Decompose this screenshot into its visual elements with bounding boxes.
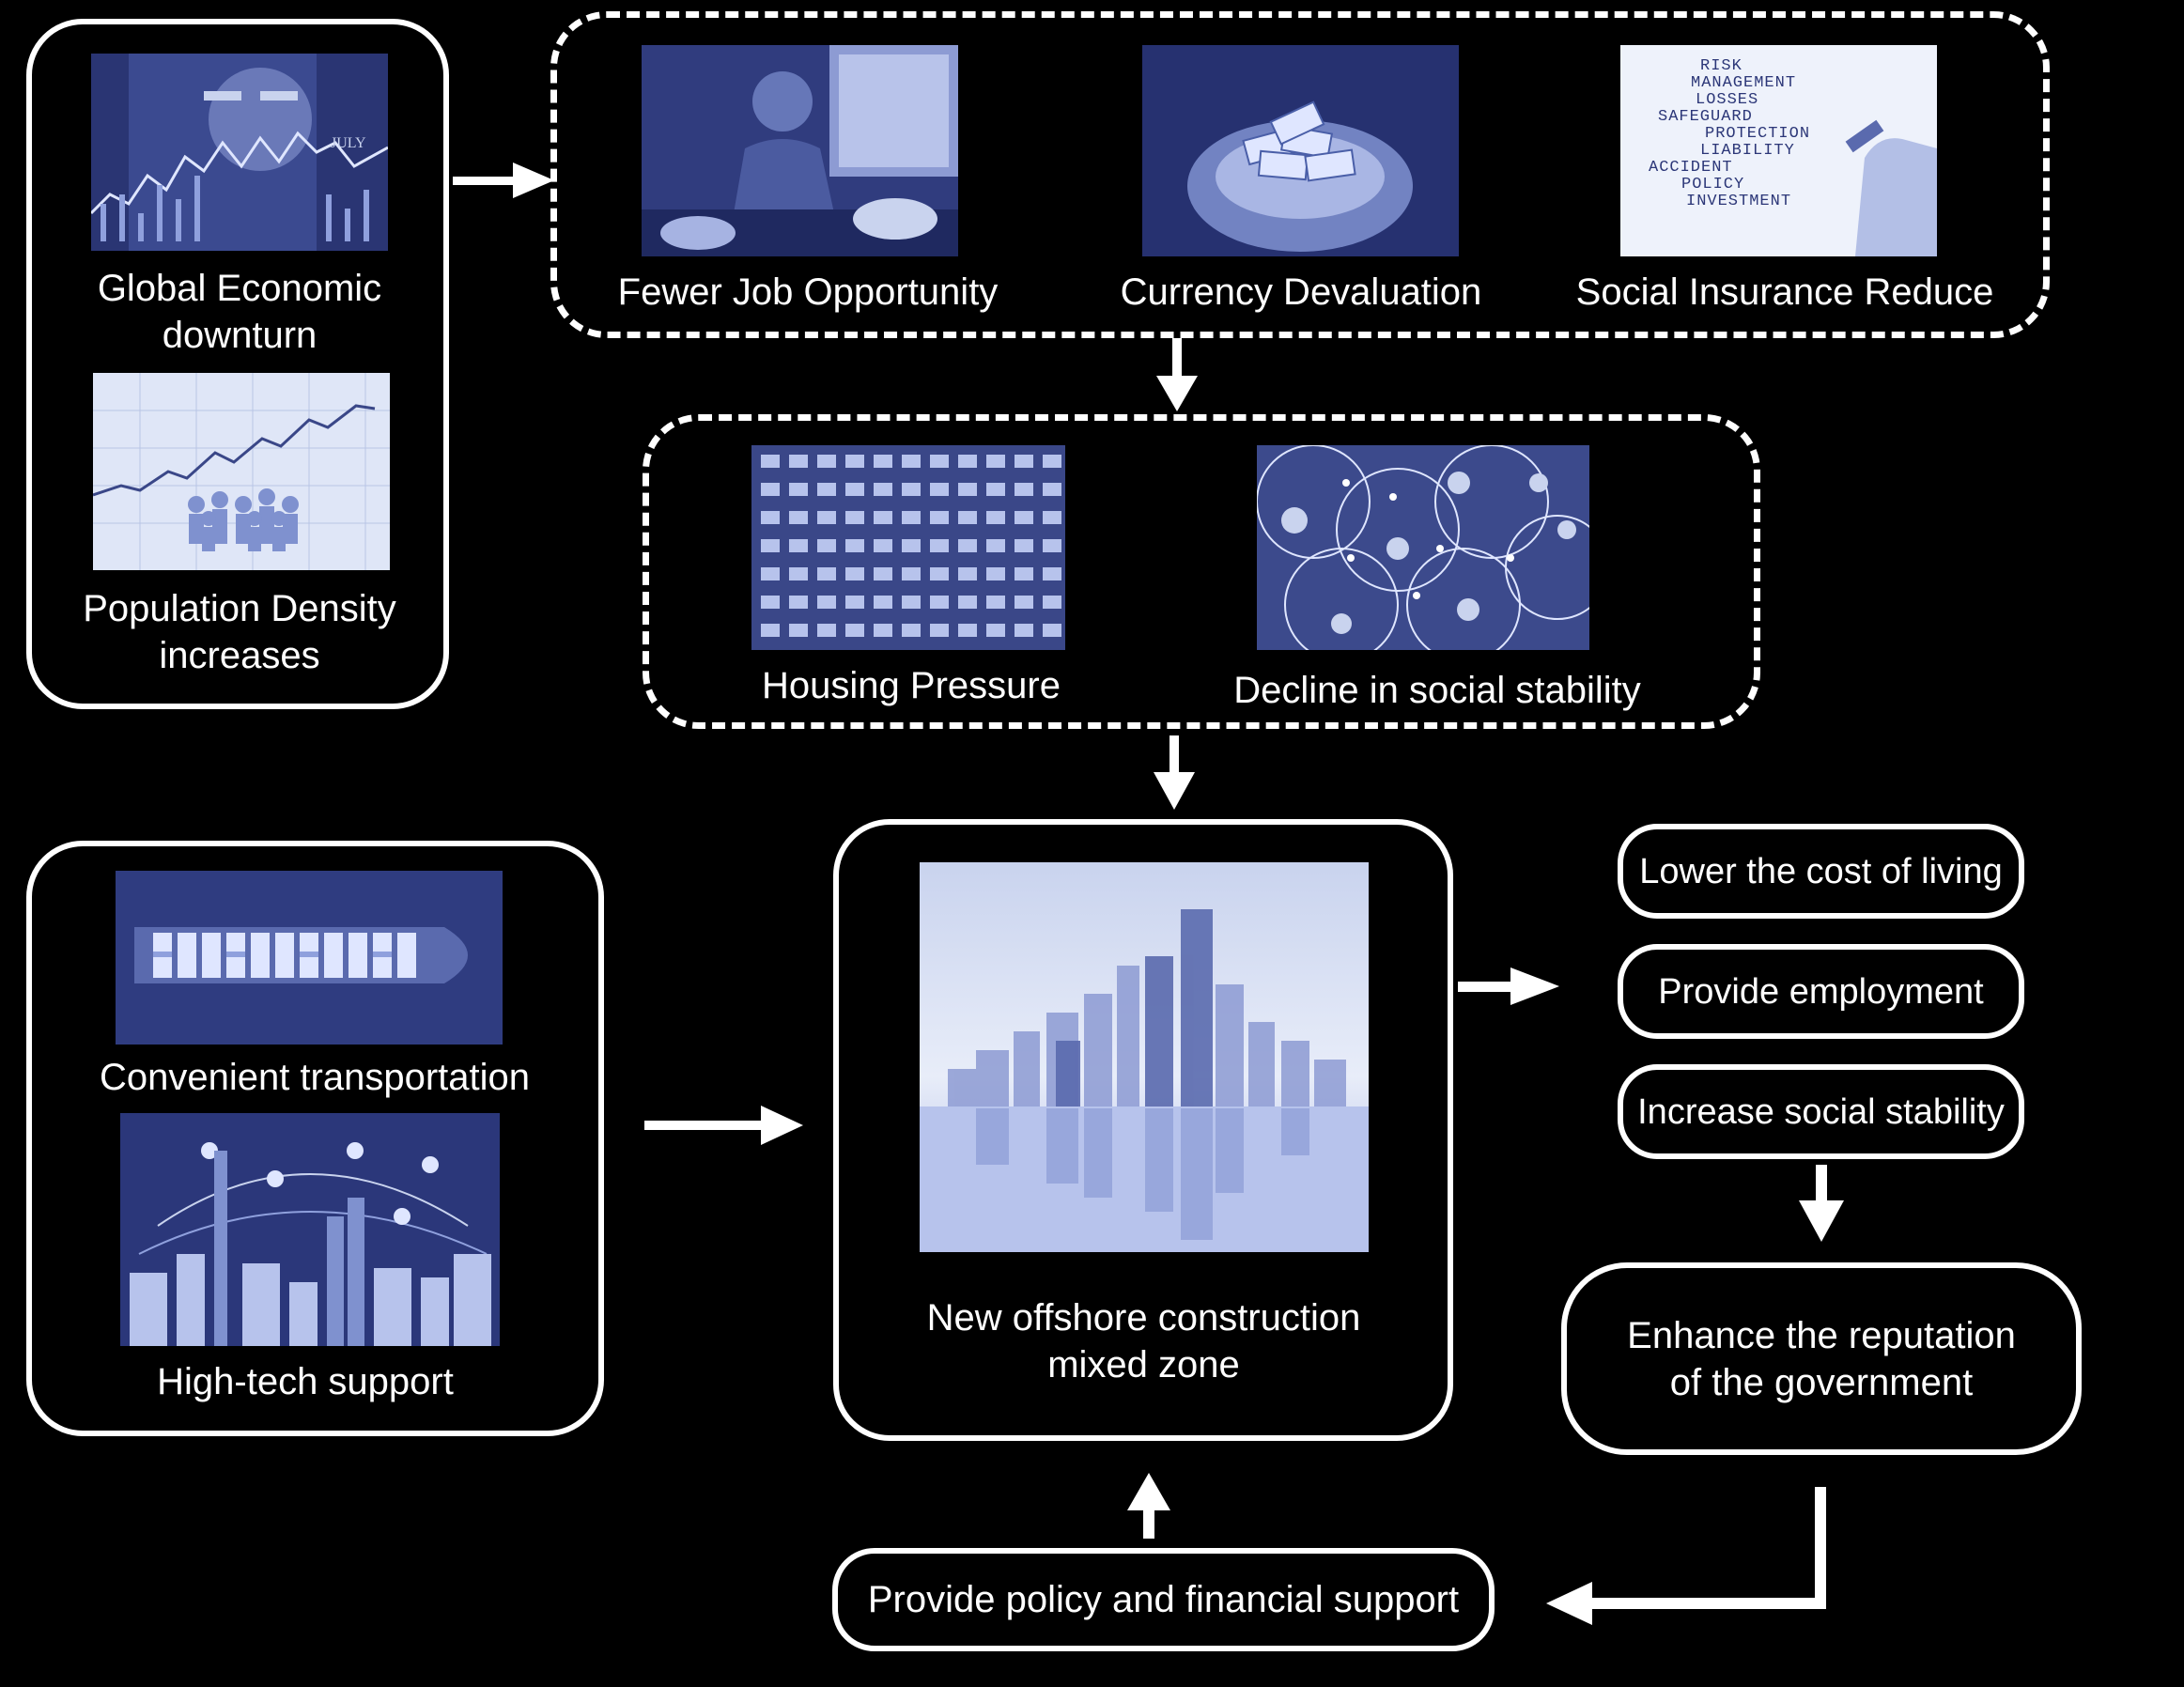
insurance-word-cloud: RISK MANAGEMENT LOSSES SAFEGUARD PROTECT… <box>1649 58 1810 210</box>
population-density-text: Population Density increases <box>83 588 396 676</box>
employment-pill: Provide employment <box>1618 944 2024 1039</box>
population-density-label: Population Density increases <box>56 585 423 679</box>
arrow-right-icon <box>644 1106 803 1145</box>
housing-pressure-image <box>751 445 1065 650</box>
increase-stability-pill: Increase social stability <box>1618 1064 2024 1159</box>
lower-cost-text: Lower the cost of living <box>1639 851 2003 891</box>
lower-cost-pill: Lower the cost of living <box>1618 824 2024 919</box>
reputation-text: Enhance the reputation of the government <box>1627 1314 2016 1403</box>
insurance-word: LIABILITY <box>1700 142 1795 160</box>
high-tech-text: High-tech support <box>157 1361 454 1402</box>
economic-downturn-text: Global Economic downturn <box>97 268 382 356</box>
social-stability-decline-text: Decline in social stability <box>1233 670 1641 711</box>
social-stability-decline-label: Decline in social stability <box>1212 667 1663 714</box>
high-tech-label: High-tech support <box>66 1358 545 1405</box>
insurance-word: RISK <box>1700 57 1743 75</box>
housing-pressure-text: Housing Pressure <box>762 665 1061 706</box>
social-stability-image <box>1257 445 1589 650</box>
offshore-zone-text: New offshore construction mixed zone <box>926 1297 1361 1385</box>
high-tech-image <box>120 1113 500 1346</box>
job-opportunity-text: Fewer Job Opportunity <box>617 271 999 313</box>
policy-support-text: Provide policy and financial support <box>867 1579 1460 1620</box>
increase-stability-text: Increase social stability <box>1637 1091 2005 1132</box>
causes-group <box>26 19 449 709</box>
currency-devaluation-label: Currency Devaluation <box>1090 269 1512 316</box>
housing-pressure-label: Housing Pressure <box>723 662 1099 709</box>
offshore-city-image <box>920 862 1369 1252</box>
economic-downturn-label: Global Economic downturn <box>56 265 423 359</box>
economic-effects-group <box>550 11 2050 338</box>
insurance-word: PROTECTION <box>1705 125 1811 143</box>
transportation-image <box>116 871 503 1045</box>
arrow-down-icon <box>1799 1165 1844 1242</box>
arrow-down-icon <box>1156 338 1198 411</box>
social-insurance-text: Social Insurance Reduce <box>1575 271 1994 313</box>
policy-support-pill: Provide policy and financial support <box>832 1548 1495 1651</box>
insurance-word: SAFEGUARD <box>1658 108 1753 126</box>
job-opportunity-label: Fewer Job Opportunity <box>601 269 1015 316</box>
currency-devaluation-image <box>1142 45 1459 256</box>
offshore-zone-label: New offshore construction mixed zone <box>883 1294 1404 1388</box>
population-density-image <box>93 373 390 570</box>
social-insurance-image: RISK MANAGEMENT LOSSES SAFEGUARD PROTECT… <box>1620 45 1937 256</box>
social-insurance-label: Social Insurance Reduce <box>1559 269 2010 316</box>
insurance-word: POLICY <box>1681 176 1745 193</box>
reputation-pill: Enhance the reputation of the government <box>1561 1262 2082 1455</box>
insurance-word: ACCIDENT <box>1649 159 1733 177</box>
insurance-word: INVESTMENT <box>1686 193 1792 210</box>
job-opportunity-image <box>642 45 958 256</box>
arrow-elbow-left-icon <box>1546 1487 1826 1625</box>
arrow-up-icon <box>1127 1473 1170 1539</box>
transportation-text: Convenient transportation <box>99 1057 531 1098</box>
insurance-word: LOSSES <box>1696 91 1759 109</box>
currency-devaluation-text: Currency Devaluation <box>1120 271 1482 313</box>
insurance-word: MANAGEMENT <box>1691 74 1797 92</box>
arrow-right-icon <box>1458 967 1559 1005</box>
offshore-zone-group <box>833 819 1453 1441</box>
employment-text: Provide employment <box>1658 971 1984 1012</box>
transportation-label: Convenient transportation <box>66 1054 564 1101</box>
arrow-right-icon <box>453 163 554 198</box>
arrow-down-icon <box>1154 735 1195 810</box>
advantages-group <box>26 841 604 1436</box>
chart-month-text: JULY <box>331 135 366 151</box>
social-pressures-group <box>643 414 1760 729</box>
economic-downturn-image: JULY <box>91 54 388 251</box>
